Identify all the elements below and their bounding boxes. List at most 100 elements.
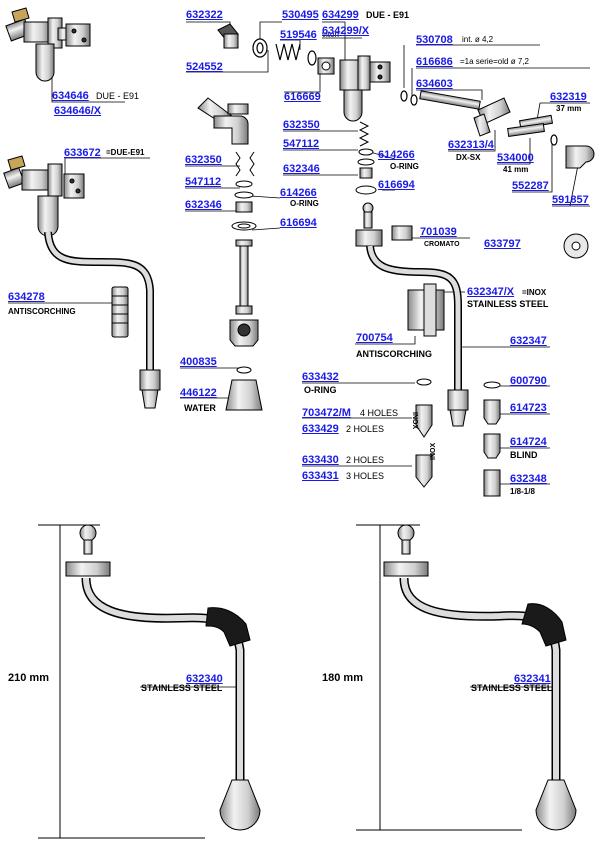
tips-image <box>415 378 501 497</box>
spring-530495-image <box>275 43 301 61</box>
inox-stamp-a: INOX <box>411 412 418 430</box>
part-534000-link[interactable]: 534000 <box>497 152 534 164</box>
part-700754-note: ANTISCORCHING <box>356 349 432 359</box>
part-614724-link[interactable]: 614724 <box>510 436 547 448</box>
part-632322-link[interactable]: 632322 <box>186 9 223 21</box>
part-634278-note: ANTISCORCHING <box>8 307 76 316</box>
part-616694-left-link[interactable]: 616694 <box>280 217 317 229</box>
part-701039-link[interactable]: 701039 <box>420 226 457 238</box>
washer-633797-image <box>563 233 589 259</box>
part-547112-right-link[interactable]: 547112 <box>283 138 320 150</box>
part-632346-left-link[interactable]: 632346 <box>185 199 222 211</box>
part-633672-link[interactable]: 633672 <box>64 147 101 159</box>
part-633797-link[interactable]: 633797 <box>484 238 521 250</box>
wand-632341-image <box>383 524 577 831</box>
part-634646x-link[interactable]: 634646/X <box>54 105 102 117</box>
part-632341-note: STAINLESS STEEL <box>471 683 553 693</box>
wand-632340-image <box>65 524 261 831</box>
part-591857-link[interactable]: 591857 <box>552 194 589 206</box>
part-632350-left-link[interactable]: 632350 <box>185 154 222 166</box>
part-632319-link[interactable]: 632319 <box>550 91 587 103</box>
part-632313-link[interactable]: 632313/4 <box>448 139 494 151</box>
dimension-left-label: 210 mm <box>8 672 49 684</box>
part-530708-note: int. ø 4,2 <box>462 35 494 44</box>
part-634299-note: DUE - E91 <box>366 10 410 20</box>
part-634646-note: DUE - E91 <box>96 91 140 101</box>
cap-701039-image <box>391 225 413 241</box>
part-446122-note: WATER <box>184 403 216 413</box>
part-632313-note: DX-SX <box>456 153 481 162</box>
part-534000-note: 41 mm <box>503 165 529 174</box>
part-633430-note: 2 HOLES <box>346 455 385 465</box>
nut-632322-image <box>217 23 239 49</box>
part-632348-link[interactable]: 632348 <box>510 473 547 485</box>
part-614266-left-link[interactable]: 614266 <box>280 187 317 199</box>
part-633431-note: 3 HOLES <box>346 471 385 481</box>
part-633672-note: =DUE-E91 <box>106 148 145 157</box>
part-703472m-link[interactable]: 703472/M <box>302 407 351 419</box>
wand-right-image <box>366 245 469 427</box>
part-446122-link[interactable]: 446122 <box>180 387 217 399</box>
inox-stamp-b: INOX <box>430 442 437 460</box>
antiscorching-sleeve-634278-image <box>111 286 129 338</box>
part-633431-link[interactable]: 633431 <box>302 470 339 482</box>
valve-634646-image <box>5 7 91 82</box>
part-633430-link[interactable]: 633430 <box>302 454 339 466</box>
dimension-lines <box>38 524 522 839</box>
part-633429-link[interactable]: 633429 <box>302 423 339 435</box>
part-614266-right-link[interactable]: 614266 <box>378 149 415 161</box>
part-703472m-note: 4 HOLES <box>360 408 399 418</box>
part-552287-link[interactable]: 552287 <box>512 180 549 192</box>
part-400835-link[interactable]: 400835 <box>180 356 217 368</box>
part-632319-note: 37 mm <box>556 104 582 113</box>
part-632347x-note1: =INOX <box>522 288 547 297</box>
washer-524552-image <box>252 38 268 58</box>
part-633432-note: O-RING <box>304 385 337 395</box>
part-616669-link[interactable]: 616669 <box>284 91 321 103</box>
part-614724-note: BLIND <box>510 450 538 460</box>
part-634299x-link[interactable]: 634299/X <box>322 25 370 37</box>
part-632347-link[interactable]: 632347 <box>510 335 547 347</box>
part-632348-note: 1/8-1/8 <box>510 487 535 496</box>
sleeve-700754-image <box>407 283 445 337</box>
part-632340-note: STAINLESS STEEL <box>141 683 223 693</box>
part-616686-note: =1a serie=old ø 7,2 <box>460 57 529 66</box>
valve-634299-image <box>339 55 391 122</box>
part-632347x-note2: STAINLESS STEEL <box>467 299 549 309</box>
valve-633672-image <box>3 155 85 237</box>
part-547112-left-link[interactable]: 547112 <box>185 176 222 188</box>
part-632341-link[interactable]: 632341 <box>514 673 551 685</box>
part-616694-right-link[interactable]: 616694 <box>378 179 415 191</box>
part-634278-link[interactable]: 634278 <box>8 291 45 303</box>
part-633429-note: 2 HOLES <box>346 424 385 434</box>
part-616686-link[interactable]: 616686 <box>416 56 453 68</box>
part-634603-link[interactable]: 634603 <box>416 78 453 90</box>
oring-519546-image <box>307 50 317 66</box>
part-632347x-link[interactable]: 632347/X <box>467 286 515 298</box>
part-524552-link[interactable]: 524552 <box>186 61 223 73</box>
washer-552287-image <box>550 134 558 146</box>
nut-616669-image <box>317 57 335 75</box>
part-632350-right-link[interactable]: 632350 <box>283 119 320 131</box>
part-632346-right-link[interactable]: 632346 <box>283 163 320 175</box>
knob-591857-image <box>565 145 595 169</box>
orings-530708-616686-image <box>400 90 418 106</box>
part-700754-link[interactable]: 700754 <box>356 332 393 344</box>
part-519546-link[interactable]: 519546 <box>280 29 317 41</box>
part-634299-link[interactable]: 634299 <box>322 9 359 21</box>
part-530495-link[interactable]: 530495 <box>282 9 319 21</box>
part-634646-link[interactable]: 634646 <box>52 90 89 102</box>
part-633432-link[interactable]: 633432 <box>302 371 339 383</box>
part-701039-note: CROMATO <box>424 241 460 248</box>
steam-wand-left-image <box>44 231 161 409</box>
part-519546-note: viton <box>322 30 339 39</box>
spindle-534000-image <box>507 122 545 138</box>
part-530708-link[interactable]: 530708 <box>416 34 453 46</box>
part-600790-link[interactable]: 600790 <box>510 375 547 387</box>
part-632340-link[interactable]: 632340 <box>186 673 223 685</box>
knob-632313-image <box>473 97 511 137</box>
right-stack-image <box>355 121 383 247</box>
dimension-right-label: 180 mm <box>322 672 363 684</box>
part-614723-link[interactable]: 614723 <box>510 402 547 414</box>
